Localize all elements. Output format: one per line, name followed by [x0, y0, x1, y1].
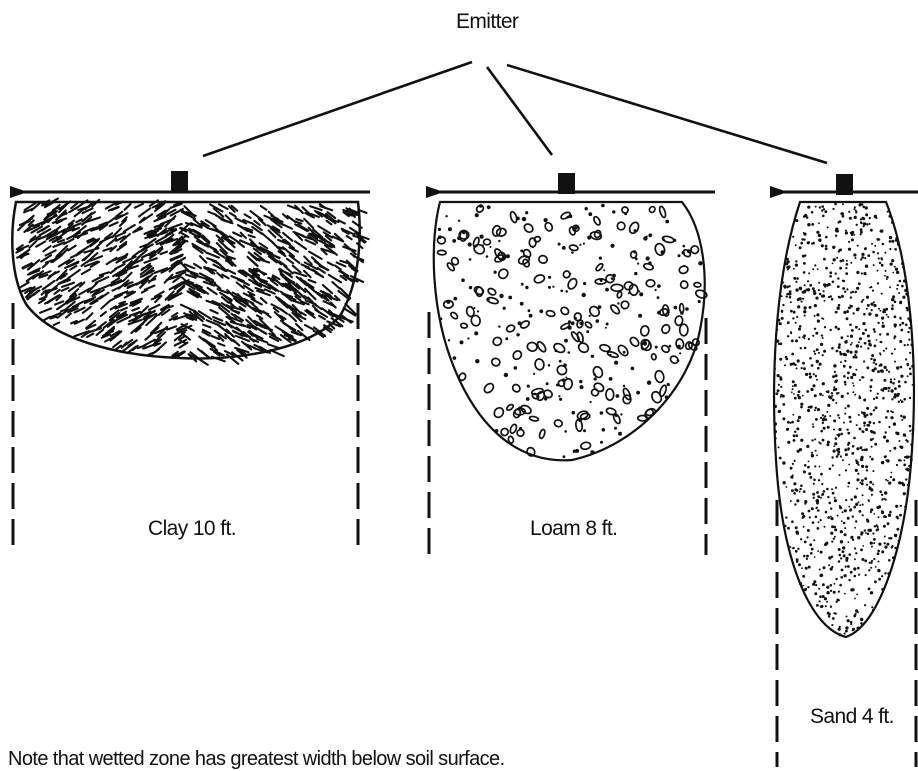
loam-label: Loam 8 ft.	[530, 517, 617, 541]
pointer-line-sand	[507, 65, 827, 163]
clay-surface-arrow	[10, 186, 28, 198]
clay-profile	[10, 171, 370, 555]
footnote: Note that wetted zone has greatest width…	[8, 748, 505, 771]
sand-wetted-zone	[774, 202, 914, 637]
sand-label: Sand 4 ft.	[810, 705, 894, 729]
sand-profile	[770, 174, 918, 767]
sand-surface-arrow	[770, 186, 788, 198]
pointer-line-loam	[487, 67, 552, 155]
clay-label: Clay 10 ft.	[148, 517, 236, 541]
loam-surface-arrow	[426, 186, 444, 198]
loam-profile	[426, 173, 715, 555]
pointer-line-clay	[203, 62, 472, 156]
clay-emitter	[171, 171, 188, 193]
loam-emitter	[558, 173, 575, 194]
emitter-pointer-lines	[203, 62, 827, 163]
emitter-title: Emitter	[456, 10, 518, 34]
sand-emitter	[836, 174, 853, 195]
